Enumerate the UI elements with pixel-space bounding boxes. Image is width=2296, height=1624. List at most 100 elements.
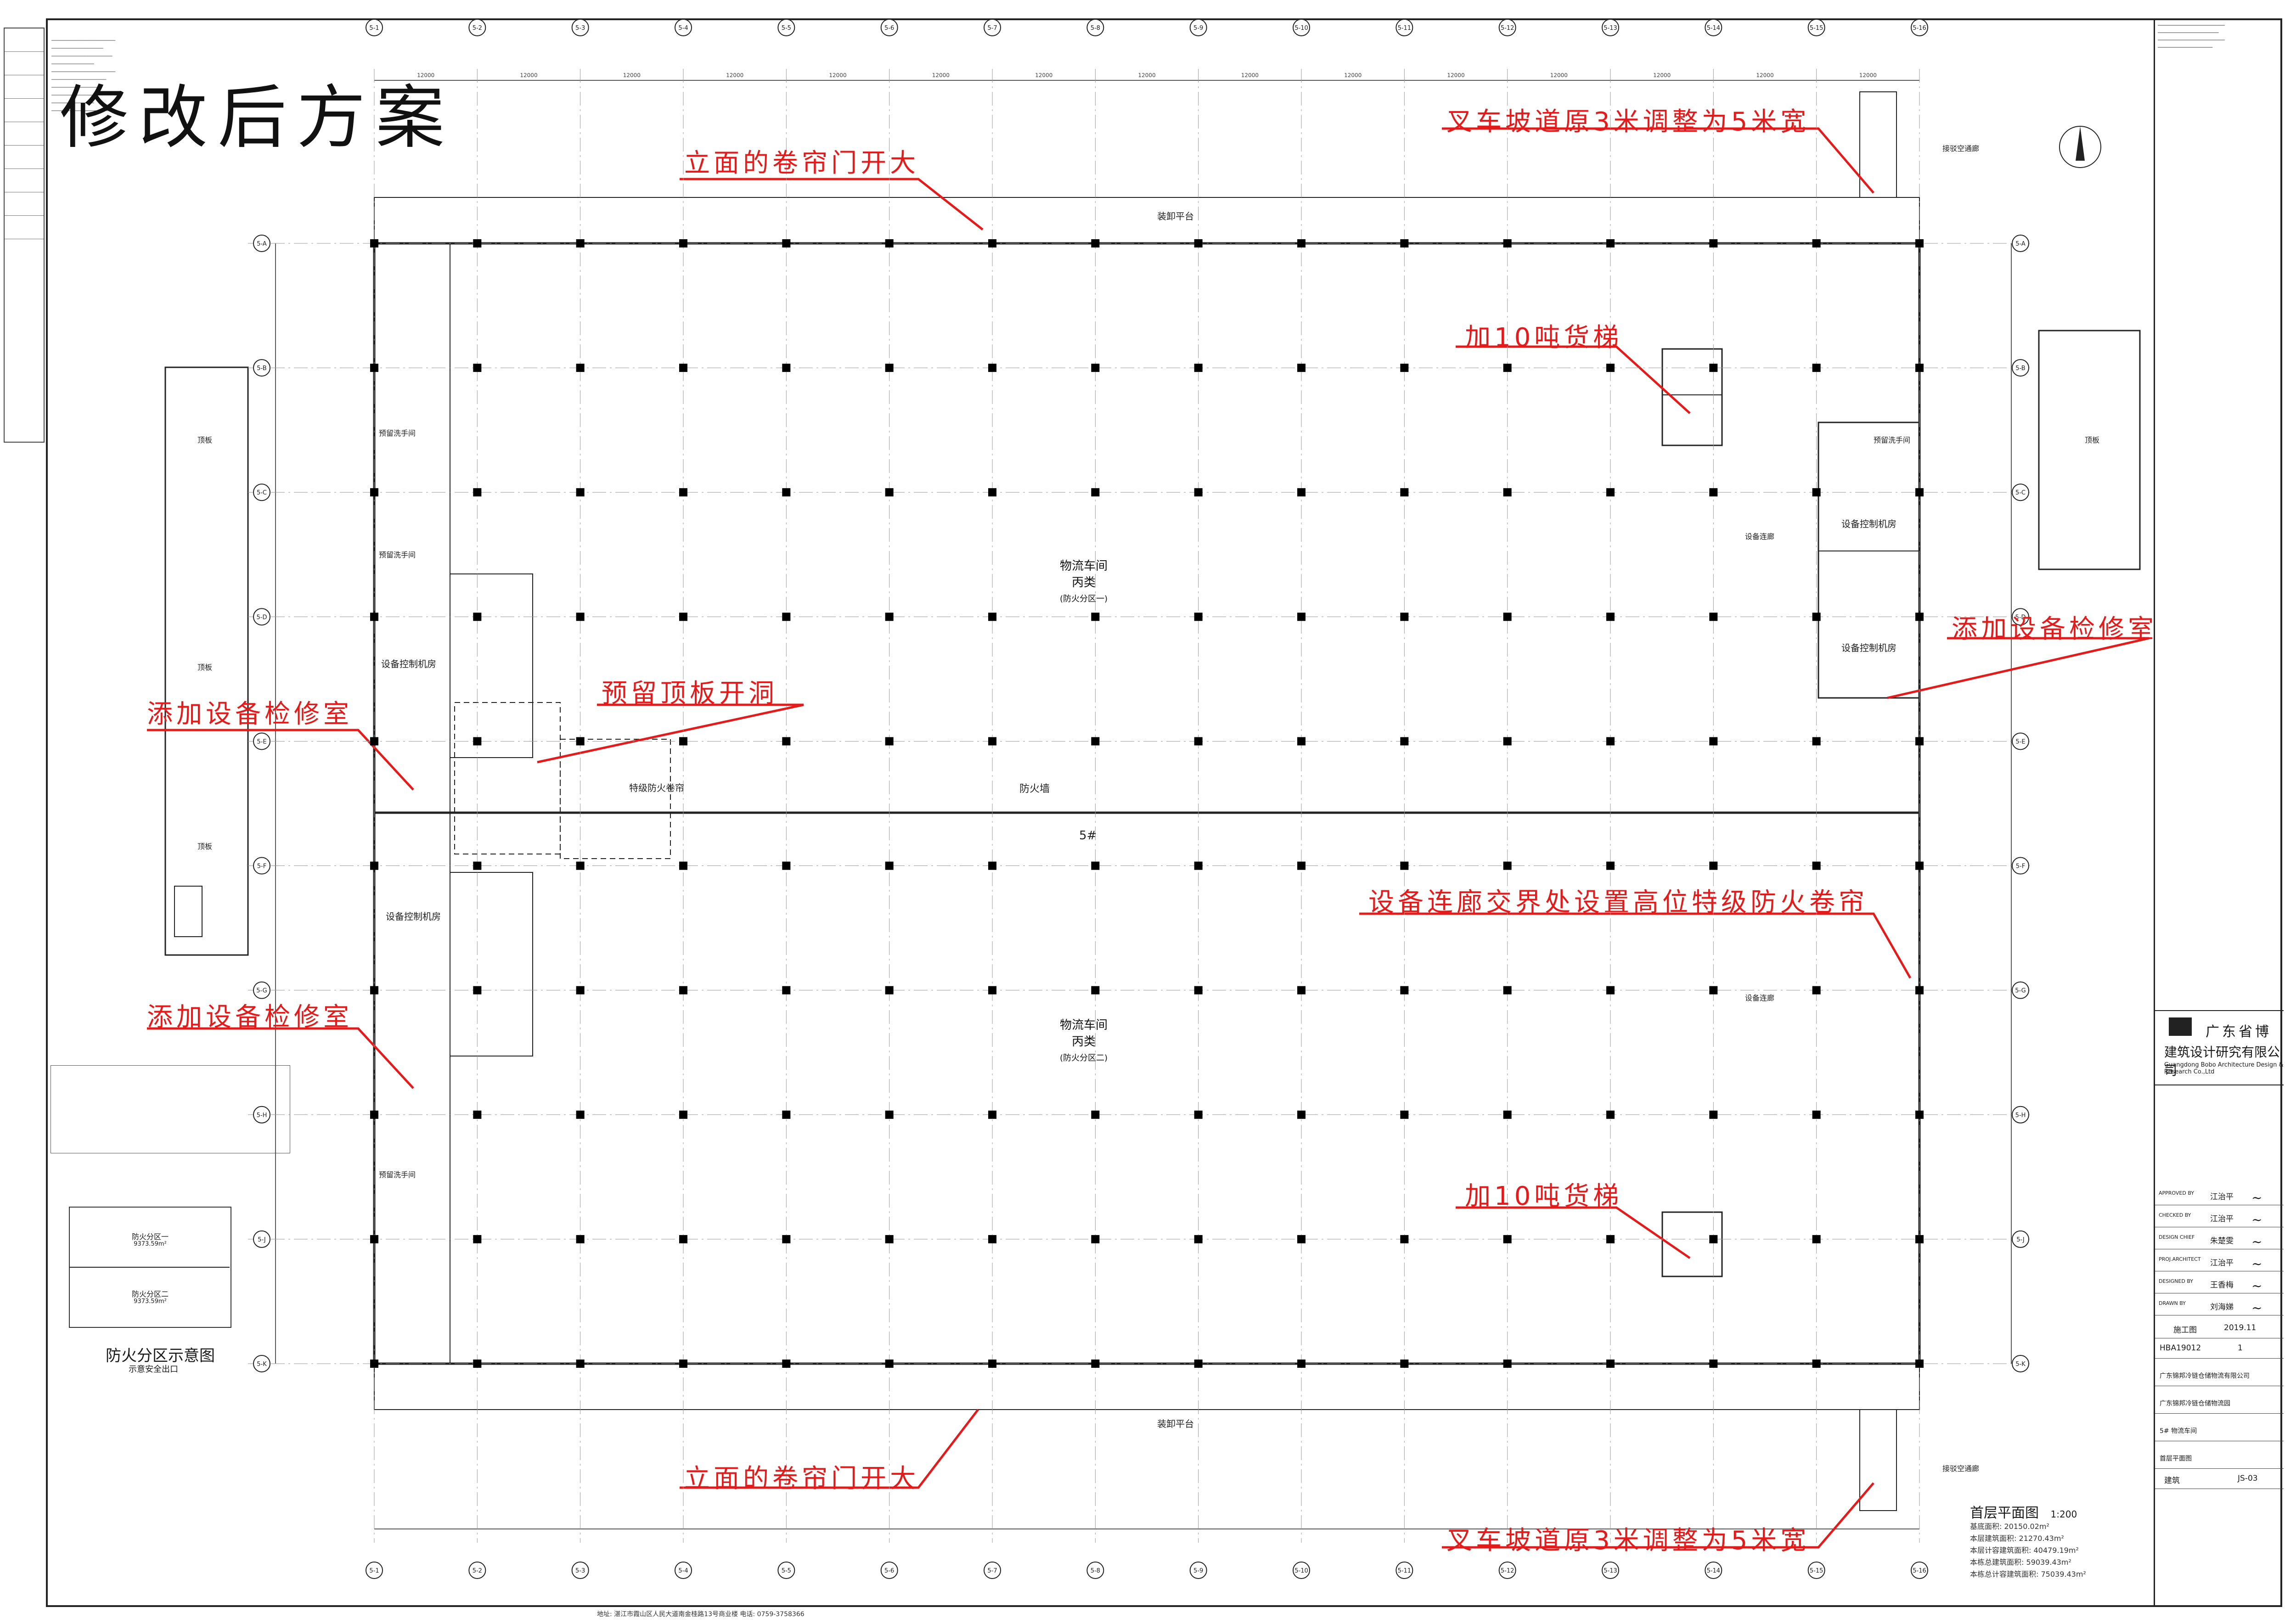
bay-dimension: 12000 <box>1138 72 1155 79</box>
structural-column <box>1297 737 1306 746</box>
edition: 1 <box>2238 1343 2243 1353</box>
grid-bubble-bottom: 5-3 <box>571 1562 589 1579</box>
grid-bubble-label: 5-6 <box>884 1568 894 1574</box>
structural-column <box>885 1360 894 1368</box>
structural-column <box>370 1110 378 1119</box>
bay-dimension: 12000 <box>1653 72 1671 79</box>
structural-column <box>370 239 378 247</box>
structural-column <box>1503 861 1512 870</box>
grid-bubble-label: 5-15 <box>1810 1568 1823 1574</box>
structural-column <box>576 1235 585 1243</box>
structural-column <box>782 737 791 746</box>
structural-column <box>1297 488 1306 497</box>
structural-column <box>576 737 585 746</box>
grid-bubble-bottom: 5-15 <box>1807 1562 1825 1579</box>
structural-column <box>679 239 687 247</box>
zone2-label: 防火分区二 <box>131 1290 169 1298</box>
left-control-room-upper <box>450 573 533 758</box>
hall-upper-name: 物流车间 <box>1059 559 1108 573</box>
structural-column <box>370 364 378 372</box>
grid-bubble-label: 5-A <box>2015 241 2026 247</box>
washroom-4: 预留洗手间 <box>1874 436 1911 444</box>
structural-column <box>1194 1235 1203 1243</box>
stage-date-row: 施工图 2019.11 <box>2155 1318 2284 1338</box>
structural-column <box>1915 1235 1924 1243</box>
structural-column <box>1915 1360 1924 1368</box>
structural-column <box>679 1235 687 1243</box>
leader-ramp-top <box>1442 127 1874 194</box>
structural-column <box>1194 861 1203 870</box>
leader-shutter <box>1359 912 1912 979</box>
bay-dimension: 12000 <box>1756 72 1773 79</box>
leader-slab <box>537 703 804 764</box>
left-service-strip <box>374 243 450 1364</box>
elevator-upper-shaft <box>1661 348 1723 446</box>
grid-bubble-left: 5-G <box>253 981 270 999</box>
annotation-forklift-ramp-bottom: 叉车坡道原3米调整为5米宽 <box>1446 1526 1810 1556</box>
plan-name: 首层平面图 <box>1970 1505 2039 1521</box>
structural-column <box>782 861 791 870</box>
leader-elevator-bottom <box>1456 1206 1691 1259</box>
grid-bubble-bottom: 5-9 <box>1189 1562 1207 1579</box>
bay-dimension: 12000 <box>417 72 434 79</box>
grid-bubble-label: 5-B <box>257 365 266 372</box>
structural-column <box>1606 1360 1615 1368</box>
bay-dimension: 12000 <box>932 72 950 79</box>
structural-column <box>885 239 894 247</box>
structural-column <box>370 1360 378 1368</box>
grid-bubble-right: 5-E <box>2012 732 2029 750</box>
plan-title: 首层平面图 1:200 <box>1970 1501 2077 1522</box>
structural-column <box>1400 613 1409 621</box>
structural-column <box>576 613 585 621</box>
grid-bubble-label: 5-11 <box>1398 25 1412 32</box>
grid-bubble-label: 5-11 <box>1398 1568 1412 1574</box>
grid-bubble-top: 5-12 <box>1498 19 1516 36</box>
grid-bubble-top: 5-16 <box>1911 19 1928 36</box>
grid-bubble-bottom: 5-16 <box>1911 1562 1928 1579</box>
grid-bubble-right: 5-F <box>2012 857 2029 875</box>
structural-column <box>1812 613 1821 621</box>
structural-column <box>1709 488 1718 497</box>
grid-bubble-top: 5-8 <box>1086 19 1104 36</box>
structural-column <box>1297 1110 1306 1119</box>
grid-bubble-bottom: 5-5 <box>777 1562 795 1579</box>
structural-column <box>370 861 378 870</box>
grid-bubble-label: 5-12 <box>1501 25 1514 32</box>
bay-dimension: 12000 <box>829 72 846 79</box>
fire-zone-title: 防火分区示意图 <box>106 1347 215 1365</box>
grid-bubble-top: 5-3 <box>571 19 589 36</box>
grid-bubble-label: 5-14 <box>1707 1568 1721 1574</box>
structural-column <box>1194 986 1203 995</box>
drawing-frame <box>46 18 2282 1607</box>
signature-name: 刘海娣 <box>2210 1303 2234 1312</box>
signature-mark: ~ <box>2251 1300 2262 1315</box>
structural-column <box>988 737 996 746</box>
structural-column <box>885 488 894 497</box>
structural-column <box>473 1360 482 1368</box>
grid-bubble-bottom: 5-1 <box>366 1562 383 1579</box>
structural-column <box>1606 861 1615 870</box>
hall-upper-label: 物流车间 丙类 (防火分区一) <box>1029 558 1139 607</box>
project-no: HBA19012 <box>2160 1343 2201 1353</box>
structural-column <box>576 1360 585 1368</box>
grid-bubble-left: 5-E <box>253 732 270 750</box>
annotation-fire-shutter: 设备连廊交界处设置高位特级防火卷帘 <box>1368 888 1868 917</box>
grid-bubble-label: 5-H <box>257 1112 267 1119</box>
structural-column <box>1503 239 1512 247</box>
structural-column <box>576 364 585 372</box>
left-control-room-lower <box>450 872 533 1056</box>
structural-column <box>473 613 482 621</box>
structural-column <box>1709 364 1718 372</box>
annotation-elevator-bottom: 加10吨货梯 <box>1465 1181 1623 1211</box>
grid-bubble-label: 5-4 <box>678 25 688 32</box>
structural-column <box>1194 364 1203 372</box>
signature-mark: ~ <box>2251 1256 2262 1271</box>
grid-bubble-label: 5-D <box>2015 614 2026 621</box>
hall-lower-class: 丙类 <box>1071 1035 1096 1049</box>
grid-bubble-left: 5-B <box>253 359 270 377</box>
structural-column <box>1812 239 1821 247</box>
building-number: 5# <box>1079 829 1097 843</box>
